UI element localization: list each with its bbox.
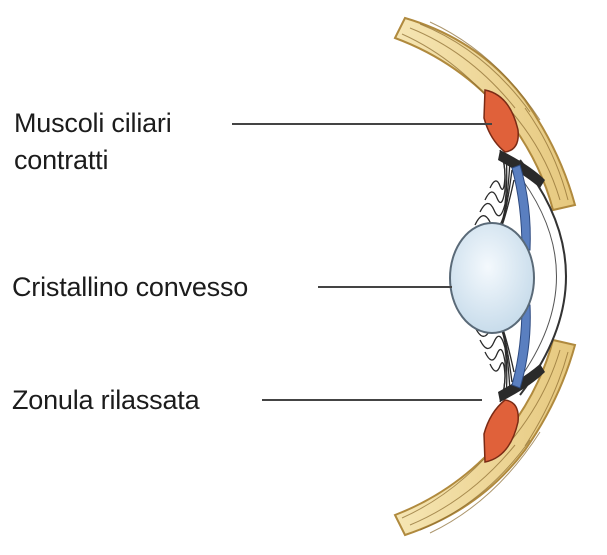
convex-lens bbox=[450, 223, 534, 333]
label-muscoli-ciliari: Muscoli ciliari bbox=[14, 106, 172, 140]
label-contratti: contratti bbox=[14, 143, 108, 177]
label-cristallino-convesso: Cristallino convesso bbox=[12, 270, 248, 304]
label-zonula-rilassata: Zonula rilassata bbox=[12, 383, 199, 417]
